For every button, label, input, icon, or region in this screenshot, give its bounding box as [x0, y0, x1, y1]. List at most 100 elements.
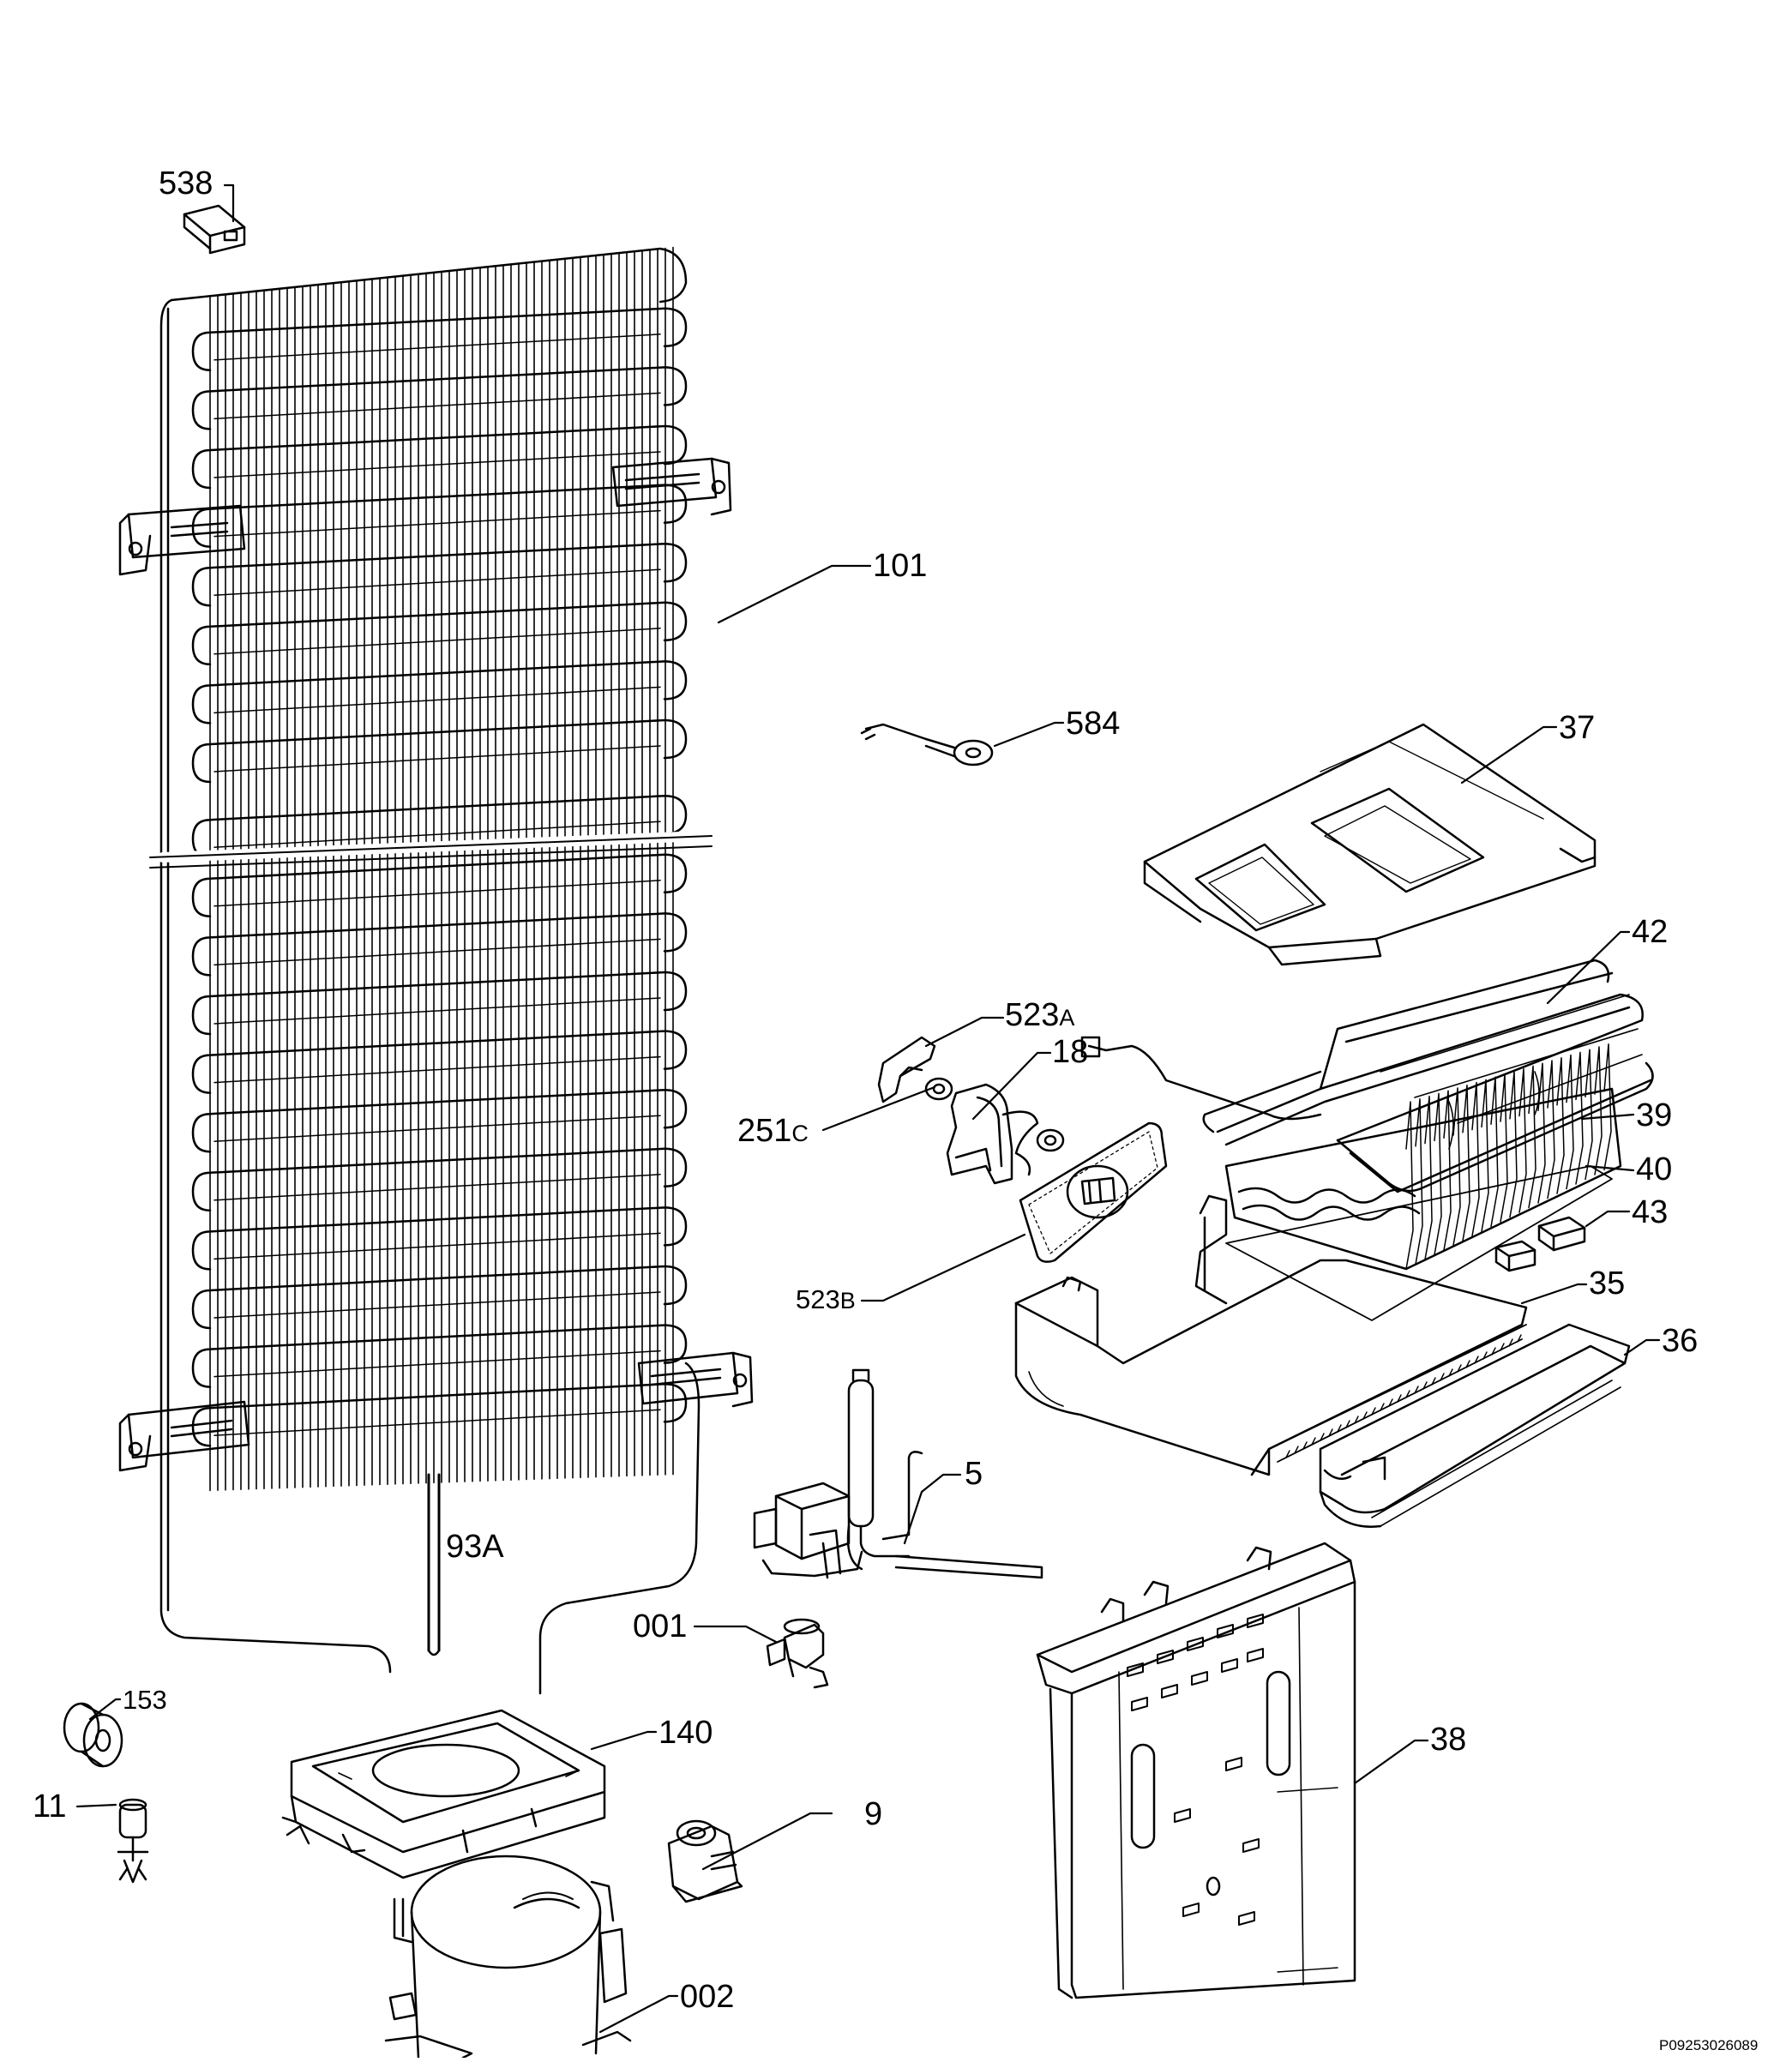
- part-18-fan: [879, 1037, 1063, 1183]
- panel-slot: [1128, 1663, 1143, 1676]
- callout-584: 584: [1066, 706, 1121, 742]
- coil-tube: [214, 511, 660, 537]
- tray-tooth: [1415, 1386, 1418, 1393]
- part-140-base: [283, 1710, 604, 1878]
- coil-loop: [193, 661, 686, 723]
- callout-523B-suffix: B: [839, 1288, 856, 1314]
- evap-fin: [1500, 1074, 1507, 1222]
- panel-slot: [1239, 1912, 1254, 1925]
- leader-lines: [77, 185, 1659, 2032]
- part-36-strip: [1320, 1325, 1629, 1527]
- callout-538: 538: [159, 165, 213, 201]
- panel-slot: [1162, 1685, 1177, 1698]
- coil-tube: [214, 452, 660, 478]
- panel-slot: [1158, 1650, 1173, 1663]
- part-38-panel: [1037, 1543, 1355, 1998]
- callout-001: 001: [633, 1608, 688, 1644]
- tray-tooth: [1406, 1391, 1410, 1398]
- callout-251C-suffix: C: [791, 1121, 809, 1146]
- part-5-valve: [755, 1370, 1042, 1578]
- evap-fin: [1519, 1069, 1526, 1212]
- coil-tube: [214, 1233, 660, 1259]
- coil-loop: [193, 544, 686, 605]
- evap-fin: [1406, 1102, 1413, 1269]
- coil-loop: [193, 1031, 686, 1093]
- callout-11: 11: [33, 1788, 67, 1825]
- tray-tooth: [1286, 1451, 1290, 1458]
- evap-fin: [1576, 1052, 1583, 1184]
- coil-tube: [214, 687, 660, 712]
- part-002-compressor: [386, 1856, 630, 2058]
- evap-fin: [1482, 1079, 1488, 1231]
- part-37-cover: [1145, 724, 1595, 965]
- callout-18: 18: [1052, 1034, 1089, 1070]
- panel-slot: [1248, 1614, 1263, 1627]
- coil-loop: [193, 485, 686, 547]
- evap-fin: [1453, 1088, 1460, 1246]
- tray-tooth: [1320, 1434, 1324, 1440]
- coil-loop: [193, 1326, 686, 1387]
- coil-loop: [193, 1207, 686, 1269]
- panel-slot: [1248, 1649, 1263, 1662]
- panel-slot: [1222, 1659, 1237, 1672]
- coil-tube: [214, 881, 660, 906]
- callout-40: 40: [1636, 1151, 1673, 1187]
- evap-fin: [1566, 1055, 1573, 1189]
- part-001: [767, 1620, 827, 1687]
- callout-37: 37: [1559, 710, 1596, 746]
- panel-slot: [1243, 1839, 1259, 1852]
- part-11: [118, 1800, 147, 1882]
- coil-loop: [193, 367, 686, 429]
- part-153: [64, 1704, 122, 1766]
- evap-fin: [1529, 1066, 1536, 1207]
- callout-523B: 523B: [796, 1284, 856, 1314]
- coil-tube: [214, 628, 660, 654]
- callout-9: 9: [864, 1796, 883, 1832]
- callout-153: 153: [123, 1685, 167, 1715]
- coil-tube: [214, 1175, 660, 1200]
- part-9-relay: [669, 1821, 742, 1902]
- panel-slot: [1183, 1903, 1199, 1916]
- panel-slot: [1218, 1625, 1233, 1638]
- tray-tooth: [1518, 1335, 1521, 1342]
- tray-tooth: [1312, 1438, 1315, 1445]
- tray-tooth: [1329, 1429, 1332, 1436]
- callout-93A: 93A: [446, 1529, 504, 1565]
- coil-loop: [193, 720, 686, 782]
- evap-fin: [1510, 1072, 1517, 1217]
- tray-tooth: [1338, 1425, 1341, 1432]
- evap-fin: [1557, 1058, 1564, 1193]
- tray-tooth: [1492, 1348, 1495, 1355]
- tray-tooth: [1295, 1446, 1298, 1453]
- coil-tube: [214, 998, 660, 1024]
- coil-loop: [193, 855, 686, 917]
- tray-tooth: [1372, 1408, 1375, 1415]
- tray-tooth: [1432, 1378, 1435, 1385]
- part-523B-plate: [1020, 1123, 1166, 1262]
- panel-slot: [1132, 1698, 1147, 1710]
- tray-tooth: [1466, 1361, 1470, 1368]
- panel-slot: [1188, 1638, 1203, 1650]
- part-39-evaporator: [1226, 1044, 1621, 1320]
- panel-slot: [1192, 1672, 1207, 1685]
- tray-tooth: [1303, 1442, 1307, 1449]
- callout-5: 5: [965, 1456, 983, 1492]
- part-35-tray: [1016, 1196, 1526, 1475]
- coil-tube: [214, 334, 660, 360]
- callout-39: 39: [1636, 1097, 1673, 1133]
- coil-loop: [193, 1384, 686, 1446]
- callout-42: 42: [1632, 914, 1669, 950]
- evap-fin: [1463, 1085, 1470, 1241]
- coil-tube: [214, 746, 660, 772]
- evap-fin: [1585, 1049, 1592, 1179]
- tray-tooth: [1500, 1344, 1504, 1350]
- tray-tooth: [1475, 1356, 1478, 1363]
- tray-tooth: [1423, 1382, 1427, 1389]
- coil-loop: [193, 796, 686, 857]
- evap-fin: [1491, 1077, 1498, 1226]
- tray-tooth: [1483, 1352, 1487, 1359]
- tray-tooth: [1458, 1365, 1461, 1372]
- callout-38: 38: [1430, 1722, 1467, 1758]
